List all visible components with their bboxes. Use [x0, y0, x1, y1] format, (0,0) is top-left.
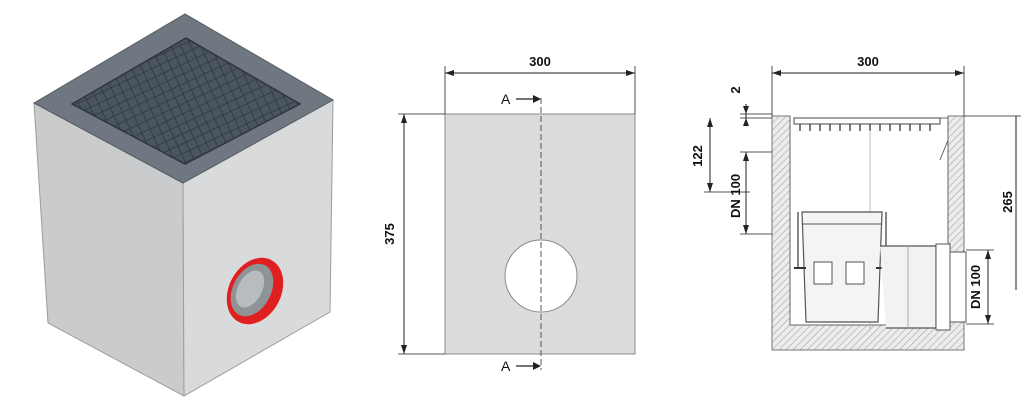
front-view-drawing: 300 375 A A: [382, 54, 636, 374]
total-label: 265: [1000, 191, 1015, 213]
width-dimension: 300: [444, 54, 636, 114]
front-view: 300 375 A A: [360, 0, 690, 400]
section-view: 300 2 122 DN 100: [690, 0, 1021, 400]
section-width-dimension: 300: [771, 54, 965, 116]
rim-dimension: 2: [728, 86, 772, 126]
outlet-pipe-icon: [880, 243, 967, 331]
section-grate-icon: [793, 117, 949, 161]
rim-label: 2: [728, 86, 743, 93]
outlet-label: DN 100: [968, 265, 983, 309]
front-width-label: 300: [529, 54, 551, 69]
depth-label: 122: [690, 145, 705, 167]
outlet-dimension: DN 100: [966, 249, 994, 325]
isometric-drawing: [32, 13, 335, 397]
section-label-top: A: [501, 91, 511, 107]
section-view-drawing: 300 2 122 DN 100: [690, 54, 1021, 351]
section-marker-bottom: A: [501, 358, 541, 374]
section-width-label: 300: [857, 54, 879, 69]
grate-icon: [70, 37, 302, 165]
bucket-icon: [794, 211, 888, 323]
inlet-dimension: DN 100: [728, 151, 772, 235]
section-label-bottom: A: [501, 358, 511, 374]
inlet-label: DN 100: [728, 174, 743, 218]
front-height-label: 375: [382, 223, 397, 245]
depth-dimension: 122: [690, 118, 750, 193]
section-marker-top: A: [501, 91, 541, 107]
outlet-ring-icon: [226, 257, 284, 325]
outlet-hole: [504, 239, 578, 313]
height-dimension: 375: [382, 113, 445, 355]
isometric-view: [0, 0, 360, 400]
total-dimension: 265: [964, 115, 1021, 290]
front-body: [444, 113, 636, 355]
